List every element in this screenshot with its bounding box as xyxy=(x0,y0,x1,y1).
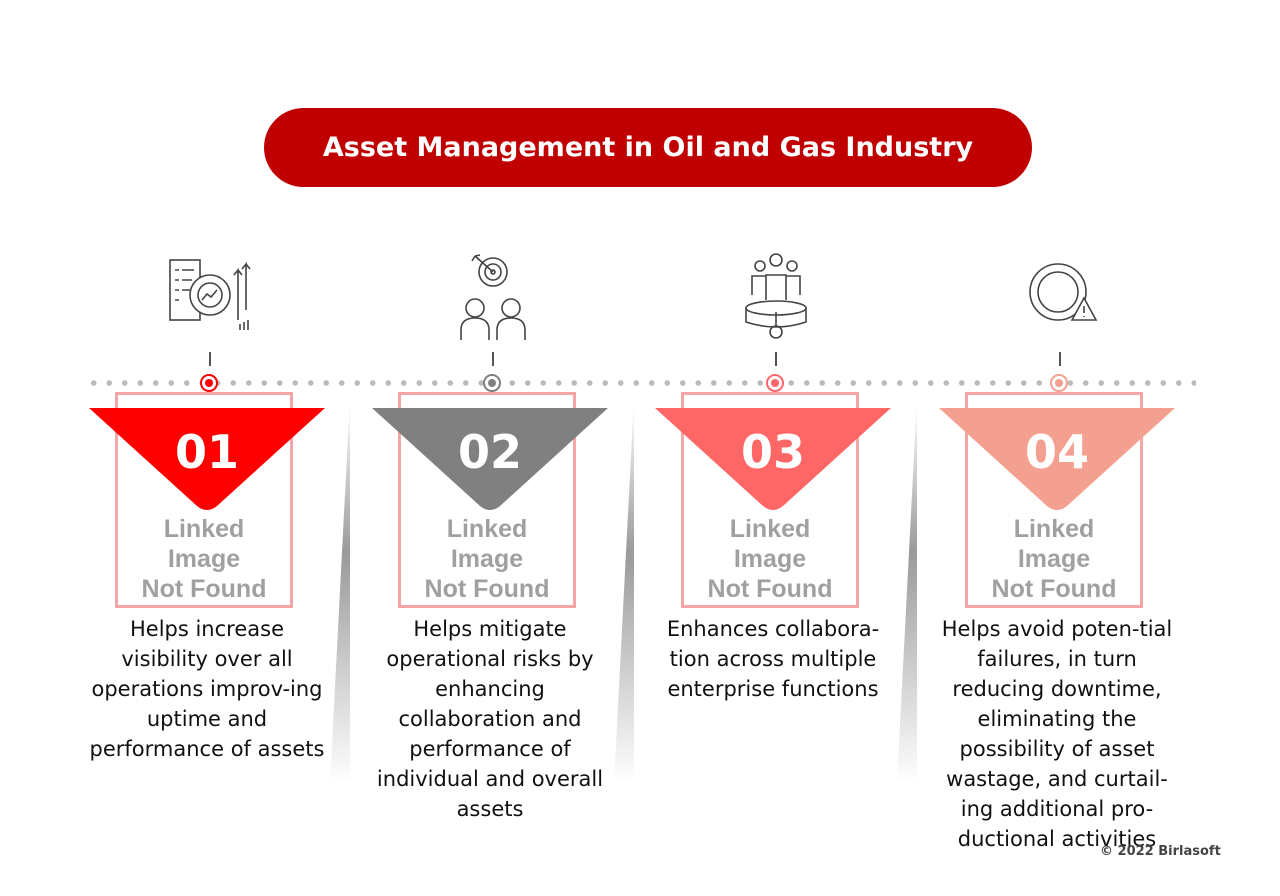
step-description: Helps mitigate operational risks by enha… xyxy=(376,617,604,821)
divider xyxy=(330,398,350,783)
step-triangle xyxy=(655,408,891,510)
step-description: Helps avoid poten-tial failures, in turn… xyxy=(941,617,1173,851)
divider xyxy=(897,398,917,783)
timeline-dotted-line xyxy=(86,380,1196,386)
step-triangle xyxy=(372,408,608,510)
step-description: Enhances collabora-tion across multiple … xyxy=(666,617,880,701)
title-banner: Asset Management in Oil and Gas Industry xyxy=(264,108,1032,187)
connector-line xyxy=(492,352,494,366)
gear-warning-icon xyxy=(1029,263,1098,321)
connector-line xyxy=(775,352,777,366)
divider xyxy=(614,398,634,783)
timeline-node xyxy=(200,374,218,392)
timeline-node xyxy=(1050,374,1068,392)
connector-line xyxy=(1059,352,1061,366)
target-team-icon xyxy=(460,254,526,340)
timeline-node xyxy=(483,374,501,392)
copyright: © 2022 Birlasoft xyxy=(1100,844,1221,859)
step-number: 04 xyxy=(1024,425,1089,479)
connector-line xyxy=(209,352,211,366)
step-number: 03 xyxy=(740,425,805,479)
gear-analytics-icon xyxy=(169,259,251,330)
step-triangle xyxy=(939,408,1175,510)
step-number: 02 xyxy=(457,425,522,479)
step-description: Helps increase visibility over all opera… xyxy=(89,617,325,761)
timeline-node xyxy=(766,374,784,392)
team-collaboration-icon xyxy=(745,253,807,339)
step-triangle xyxy=(89,408,325,510)
step-number: 01 xyxy=(174,425,239,479)
